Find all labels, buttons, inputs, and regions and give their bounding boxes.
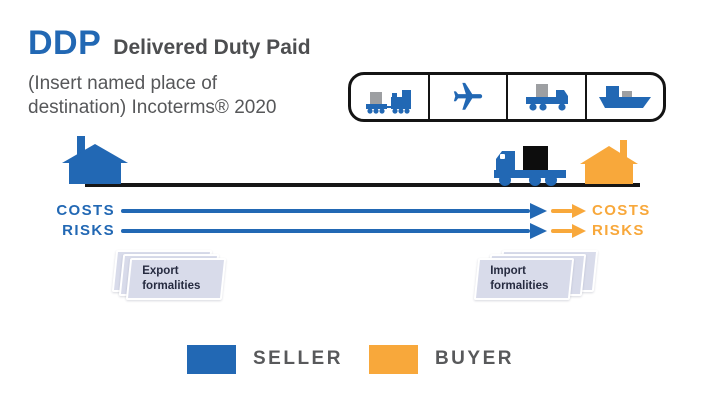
seller-legend-label: SELLER bbox=[253, 348, 343, 369]
legend: SELLER BUYER bbox=[187, 344, 514, 374]
document-sheet-icon: Export formalities bbox=[125, 258, 227, 300]
transport-mode-plane bbox=[427, 75, 507, 119]
costs-buyer-arrowhead-icon bbox=[572, 204, 586, 218]
page-title: DDP Delivered Duty Paid bbox=[28, 24, 311, 63]
seller-color-swatch bbox=[187, 344, 236, 374]
risks-arrow-row: RISKS RISKS bbox=[0, 223, 701, 239]
risks-label-seller: RISKS bbox=[62, 222, 115, 239]
transport-mode-truck bbox=[506, 75, 585, 119]
import-formalities-label: Import formalities bbox=[490, 265, 549, 292]
subtitle-line-1: (Insert named place of bbox=[28, 73, 218, 94]
costs-seller-arrowhead-icon bbox=[530, 203, 547, 219]
risks-seller-arrowhead-icon bbox=[530, 223, 547, 239]
costs-buyer-arrow bbox=[551, 209, 573, 213]
buyer-legend-label: BUYER bbox=[434, 348, 514, 369]
document-sheet-icon: Import formalities bbox=[473, 258, 575, 300]
risks-buyer-arrow bbox=[551, 229, 573, 233]
costs-label-buyer: COSTS bbox=[592, 202, 651, 219]
costs-label-seller: COSTS bbox=[56, 202, 115, 219]
export-formalities-label: Export formalities bbox=[142, 265, 201, 292]
timeline-ground-line bbox=[85, 183, 640, 187]
warehouse-icon bbox=[580, 140, 638, 184]
risks-label-buyer: RISKS bbox=[592, 222, 645, 239]
incoterm-subtitle: (Insert named place of destination) Inco… bbox=[28, 72, 276, 121]
ship-icon bbox=[598, 86, 651, 108]
factory-icon bbox=[62, 136, 128, 184]
costs-arrow-row: COSTS COSTS bbox=[0, 203, 701, 219]
risks-buyer-arrowhead-icon bbox=[572, 224, 586, 238]
import-formalities-documents: Import formalities bbox=[473, 250, 611, 308]
incoterm-name: Delivered Duty Paid bbox=[113, 36, 311, 59]
transport-mode-train bbox=[351, 75, 428, 119]
subtitle-line-2: destination) Incoterms® 2020 bbox=[28, 97, 277, 119]
export-formalities-documents: Export formalities bbox=[111, 250, 249, 308]
truck-icon bbox=[526, 84, 569, 111]
risks-seller-arrow bbox=[121, 229, 530, 233]
train-icon bbox=[366, 90, 412, 114]
transport-mode-ship bbox=[584, 75, 664, 119]
costs-seller-arrow bbox=[121, 209, 530, 213]
delivery-truck-icon bbox=[494, 146, 566, 186]
incoterm-code: DDP bbox=[28, 24, 102, 62]
transport-modes-box bbox=[348, 72, 666, 122]
plane-icon bbox=[453, 82, 482, 110]
buyer-color-swatch bbox=[368, 344, 418, 374]
